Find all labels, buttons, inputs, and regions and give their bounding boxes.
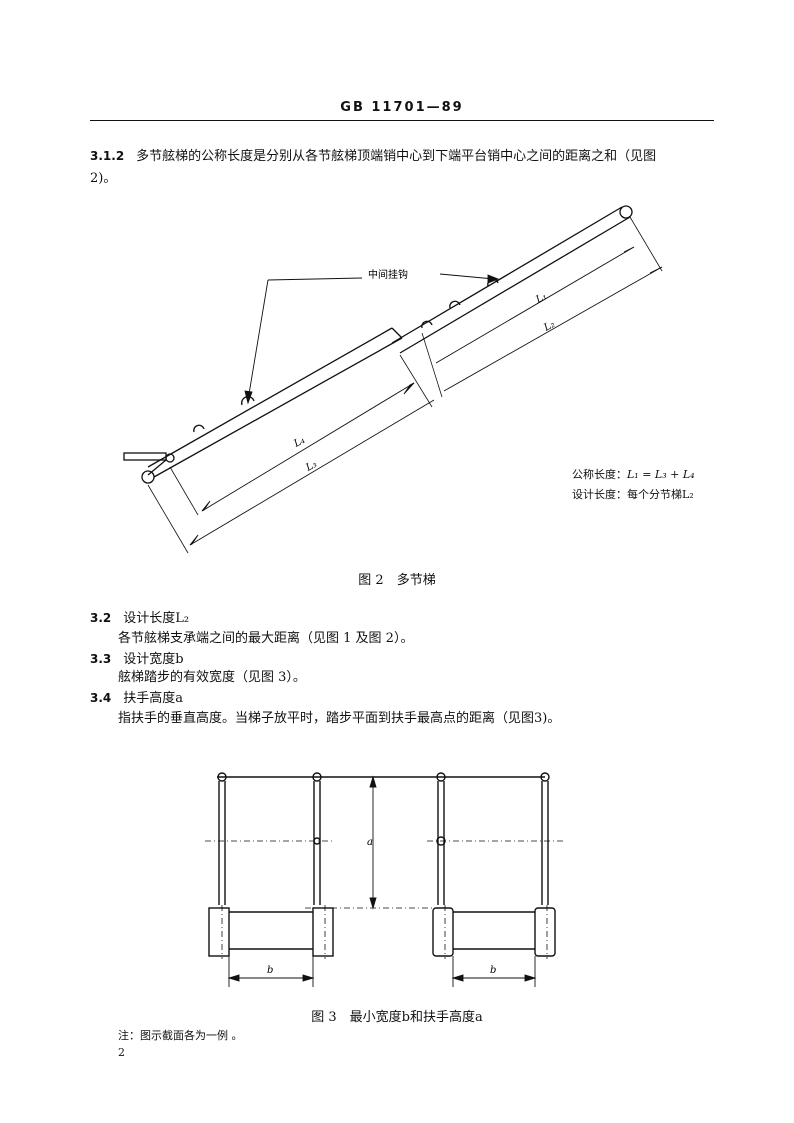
standard-header: GB 11701—89 (340, 100, 464, 115)
section-text-line2: 2)。 (90, 171, 117, 186)
section-3-3-title: 3.3 设计宽度b (90, 648, 184, 671)
design-value: 每个分节梯L₂ (627, 488, 694, 501)
section-3-2-title: 3.2 设计长度L₂ (90, 607, 189, 630)
section-number: 3.4 (90, 691, 112, 705)
section-text-line1: 多节舷梯的公称长度是分别从各节舷梯顶端销中心到下端平台销中心之间的距离之和（见图 (136, 149, 657, 164)
section-3-4-body: 指扶手的垂直高度。当梯子放平时，踏步平面到扶手最高点的距离（见图3)。 (118, 711, 561, 726)
section-title: 设计长度L₂ (123, 611, 190, 626)
figure-3-caption: 图 3 最小宽度b和扶手高度a (311, 1010, 483, 1025)
callout-label: 中间挂钩 (368, 268, 408, 281)
design-line: 设计长度：每个分节梯L₂ (572, 484, 694, 506)
section-title: 设计宽度b (123, 652, 184, 667)
section-number: 3.2 (90, 611, 112, 625)
page-number: 2 (118, 1046, 125, 1059)
section-title: 扶手高度a (123, 691, 184, 706)
dim-L4-label: L₄ (291, 435, 306, 450)
dim-b-left-label: b (267, 965, 273, 976)
figure-2-diagram: 中间挂钩 L₁ L₂ L₄ L₃ (123, 205, 663, 554)
formula-value: L₁ = L₃ + L₄ (627, 468, 695, 481)
dim-L1-label: L₁ (533, 291, 548, 306)
formula-line: 公称长度：L₁ = L₃ + L₄ (572, 464, 695, 486)
figure-3-diagram: a b b (205, 772, 565, 987)
dim-b-right-label: b (490, 965, 496, 976)
dim-L3-label: L₃ (303, 459, 318, 474)
section-number: 3.1.2 (90, 149, 125, 163)
header-rule (90, 120, 714, 121)
section-3-1-2: 3.1.2 多节舷梯的公称长度是分别从各节舷梯顶端销中心到下端平台销中心之间的距离… (90, 145, 730, 168)
section-3-2-body: 各节舷梯支承端之间的最大距离（见图 1 及图 2）。 (118, 631, 414, 646)
section-number: 3.3 (90, 652, 112, 666)
dim-a-label: a (367, 837, 373, 848)
section-3-4-title: 3.4 扶手高度a (90, 687, 183, 710)
design-label: 设计长度： (572, 488, 627, 501)
dim-L2-upper-label: L₂ (541, 319, 556, 334)
note: 注：图示截面各为一例 。 (118, 1029, 243, 1042)
section-3-3-body: 舷梯踏步的有效宽度（见图 3）。 (118, 670, 306, 685)
figure-2-caption: 图 2 多节梯 (358, 573, 436, 588)
formula-label: 公称长度： (572, 468, 627, 481)
